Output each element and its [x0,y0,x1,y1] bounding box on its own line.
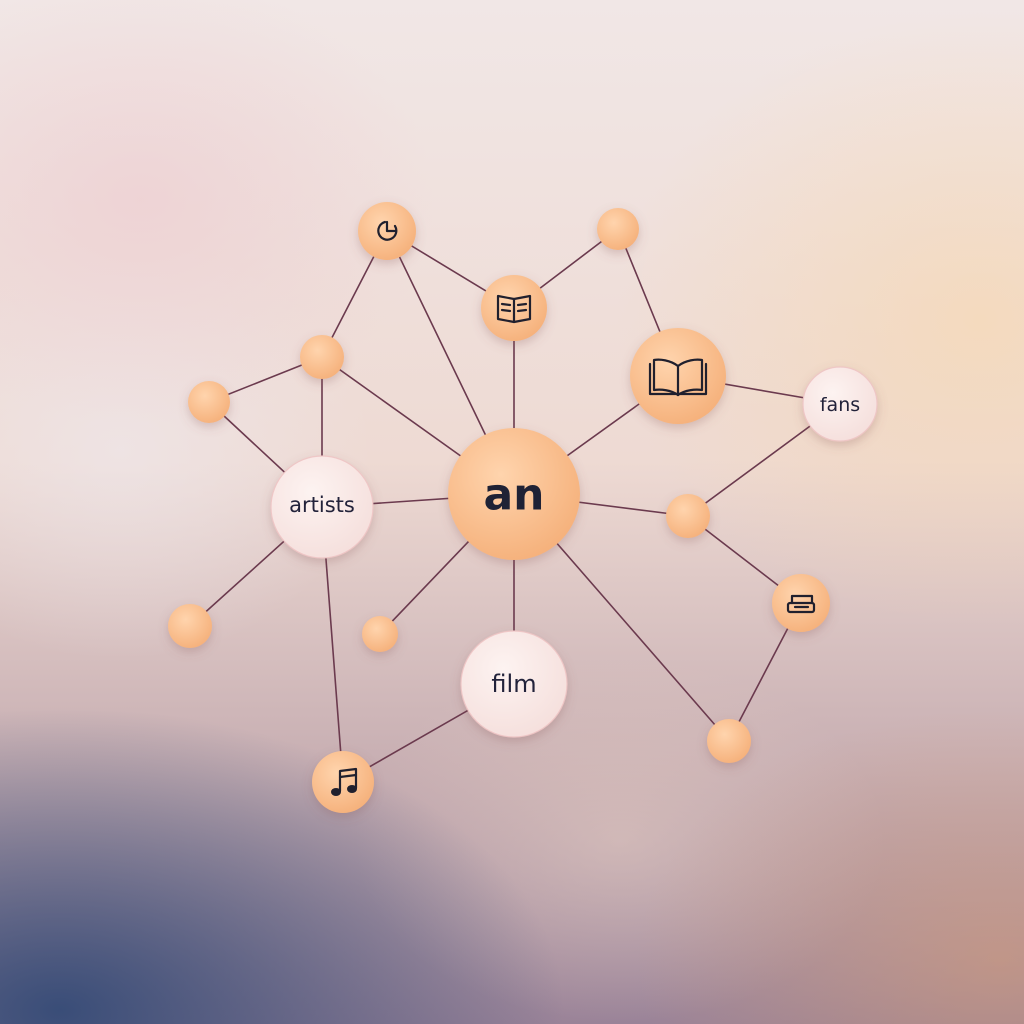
pie-chart-icon [377,220,398,241]
artists-label: artists [289,493,355,517]
film-label: film [491,670,536,698]
node-dot-a [300,335,344,379]
book-icon [496,294,532,324]
node-book-small [481,275,547,341]
typewriter-icon [786,594,816,614]
node-dot-br [707,719,751,763]
node-hub: an [448,428,580,560]
node-pie [358,202,416,260]
node-dot-right [666,494,710,538]
hub-label: an [483,470,544,521]
node-film: film [460,630,568,738]
node-dot-small [362,616,398,652]
node-dot-left [168,604,212,648]
node-dot-b [188,381,230,423]
node-artists: artists [270,455,374,559]
music-note-icon [331,767,358,796]
node-dot-top [597,208,639,250]
node-book-large [630,328,726,424]
fans-label: fans [820,394,860,416]
plain-nodes [168,208,751,763]
node-fans: fans [802,366,878,442]
node-music [312,751,374,813]
node-typewriter [772,574,830,632]
open-book-icon [648,358,708,397]
